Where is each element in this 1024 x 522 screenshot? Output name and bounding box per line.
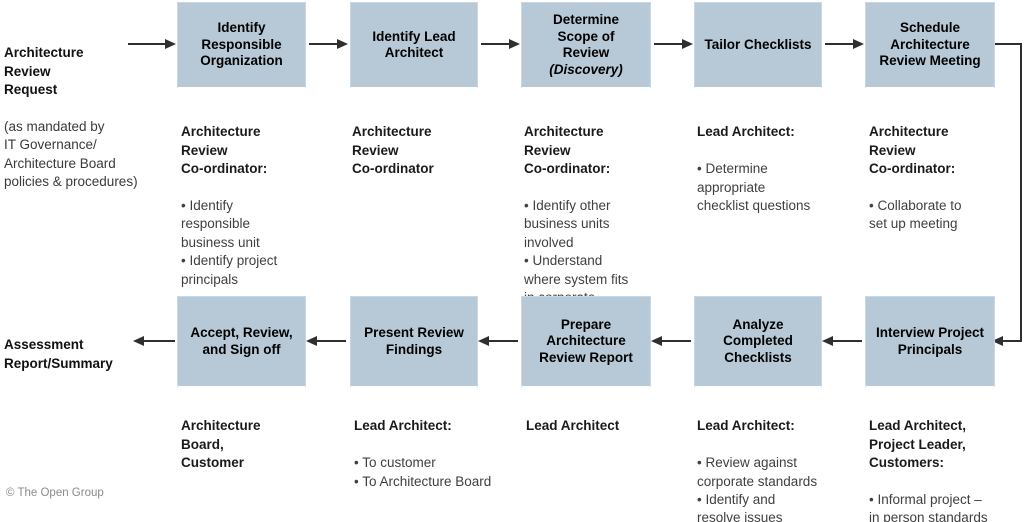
copyright-notice: © The Open Group <box>6 487 104 499</box>
bullets-step5: • Collaborate to set up meeting <box>869 198 962 232</box>
role-step4: Lead Architect: <box>697 124 795 140</box>
role-step6: Lead Architect, Project Leader, Customer… <box>869 418 967 471</box>
start-input-plain: (as mandated by IT Governance/ Architect… <box>4 119 138 190</box>
end-output-strong: Assessment Report/Summary <box>4 337 113 371</box>
role-step3: Architecture Review Co-ordinator: <box>524 124 611 177</box>
role-step5: Architecture Review Co-ordinator: <box>869 124 956 177</box>
step3-title-line4: (Discovery) <box>549 61 623 77</box>
caption-accept-review-and-sign-off: Architecture Board, Customer <box>181 399 316 509</box>
step3-title-line1: Determine <box>552 12 619 27</box>
role-step2: Architecture Review Co-ordinator <box>352 124 434 177</box>
step3-title-line3: Review <box>562 45 610 60</box>
start-input-label: Architecture Review Request (as mandated… <box>4 26 169 210</box>
caption-schedule-architecture-review-meeting: Architecture Review Co-ordinator: • Coll… <box>869 105 999 252</box>
bullets-step6: • Informal project – in person standards… <box>869 492 988 522</box>
caption-identify-lead-architect: Architecture Review Co-ordinator <box>352 105 477 215</box>
role-step9: Lead Architect: <box>354 418 452 434</box>
role-step10: Architecture Board, Customer <box>181 418 261 471</box>
caption-identify-responsible-organization: Architecture Review Co-ordinator: • Iden… <box>181 105 306 307</box>
caption-interview-project-principals: Lead Architect, Project Leader, Customer… <box>869 399 1021 522</box>
process-box-interview-project-principals[interactable]: Interview Project Principals <box>865 296 995 388</box>
bullets-step9: • To customer • To Architecture Board <box>354 455 492 489</box>
step3-title-line2: Scope of <box>557 28 615 44</box>
process-box-tailor-checklists[interactable]: Tailor Checklists <box>694 2 822 89</box>
caption-present-review-findings: Lead Architect: • To customer • To Archi… <box>354 399 529 509</box>
bullets-step1: • Identify responsible business unit • I… <box>181 198 278 287</box>
end-output-label: Assessment Report/Summary <box>4 318 164 392</box>
process-box-determine-scope-of-review[interactable]: Determine Scope of Review (Discovery) <box>521 2 651 89</box>
bullets-step7: • Review against corporate standards • I… <box>697 455 818 522</box>
process-box-schedule-architecture-review-meeting[interactable]: Schedule Architecture Review Meeting <box>865 2 995 89</box>
process-box-analyze-completed-checklists[interactable]: Analyze Completed Checklists <box>694 296 822 388</box>
bullets-step4: • Determine appropriate checklist questi… <box>697 161 811 214</box>
role-step8: Lead Architect <box>526 418 620 434</box>
caption-analyze-completed-checklists: Lead Architect: • Review against corpora… <box>697 399 852 522</box>
start-input-strong: Architecture Review Request <box>4 45 84 98</box>
caption-tailor-checklists: Lead Architect: • Determine appropriate … <box>697 105 837 234</box>
role-step1: Architecture Review Co-ordinator: <box>181 124 268 177</box>
role-step7: Lead Architect: <box>697 418 795 434</box>
process-box-identify-responsible-organization[interactable]: Identify Responsible Organization <box>177 2 306 89</box>
process-box-prepare-architecture-review-report[interactable]: Prepare Architecture Review Report <box>521 296 651 388</box>
process-box-present-review-findings[interactable]: Present Review Findings <box>350 296 478 388</box>
caption-prepare-architecture-review-report: Lead Architect <box>526 399 676 473</box>
process-box-identify-lead-architect[interactable]: Identify Lead Architect <box>350 2 478 89</box>
process-box-accept-review-and-sign-off[interactable]: Accept, Review, and Sign off <box>177 296 306 388</box>
